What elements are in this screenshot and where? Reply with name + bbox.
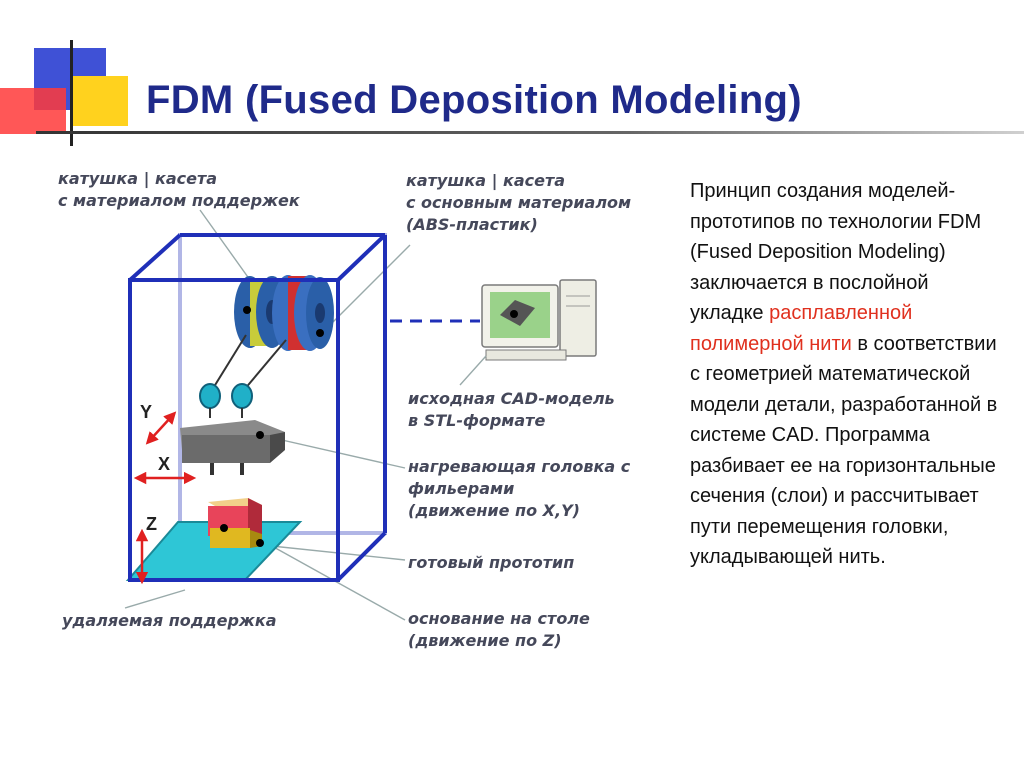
description-text: Принцип создания моделей-прототипов по т… bbox=[690, 176, 1000, 573]
axis-y-label: Y bbox=[140, 402, 153, 422]
label-removable-support: удаляемая поддержка bbox=[62, 610, 276, 632]
axis-x-label: X bbox=[158, 454, 171, 474]
label-line: (ABS-пластик) bbox=[406, 215, 538, 234]
label-line: (движение по Z) bbox=[408, 631, 562, 650]
label-line: с материалом поддержек bbox=[58, 191, 300, 210]
label-line: нагревающая головка с bbox=[408, 457, 631, 476]
axis-z-label: Z bbox=[146, 514, 157, 534]
label-line: готовый прототип bbox=[408, 553, 575, 572]
corner-logo bbox=[0, 0, 140, 150]
page-title: FDM (Fused Deposition Modeling) bbox=[146, 78, 802, 122]
label-line: исходная CAD-модель bbox=[408, 389, 615, 408]
label-line: в STL-формате bbox=[408, 411, 546, 430]
label-support-spool: катушка | касета с материалом поддержек bbox=[58, 168, 300, 212]
label-line: (движение по X,Y) bbox=[408, 501, 580, 520]
title-divider bbox=[36, 131, 1024, 134]
description-part-1: Принцип создания моделей-прототипов по т… bbox=[690, 180, 982, 324]
label-line: фильерами bbox=[408, 479, 515, 498]
label-main-spool: катушка | касета с основным материалом (… bbox=[406, 170, 631, 236]
logo-red-square bbox=[0, 88, 66, 134]
label-cad-model: исходная CAD-модель в STL-формате bbox=[408, 388, 615, 432]
label-line: катушка | касета bbox=[58, 169, 218, 188]
heated-head bbox=[180, 420, 285, 475]
label-heated-head: нагревающая головка с фильерами (движени… bbox=[408, 456, 630, 522]
label-table-base: основание на столе (движение по Z) bbox=[408, 608, 590, 652]
axis-arrows bbox=[133, 411, 197, 585]
label-line: с основным материалом bbox=[406, 193, 632, 212]
label-line: удаляемая поддержка bbox=[62, 611, 277, 630]
prototype-model bbox=[208, 498, 262, 548]
label-line: катушка | касета bbox=[406, 171, 566, 190]
logo-yellow-square bbox=[72, 76, 128, 126]
logo-vertical-line bbox=[70, 40, 73, 146]
label-line: основание на столе bbox=[408, 609, 590, 628]
feed-rollers bbox=[199, 383, 253, 418]
fdm-printer-diagram bbox=[124, 209, 597, 621]
main-spool bbox=[272, 275, 334, 351]
computer-illustration bbox=[481, 279, 597, 361]
description-highlight: расплавленной полимерной нити bbox=[690, 302, 913, 355]
label-prototype: готовый прототип bbox=[408, 552, 574, 574]
description-part-2: в соответствии с геометрией математическ… bbox=[690, 332, 998, 569]
